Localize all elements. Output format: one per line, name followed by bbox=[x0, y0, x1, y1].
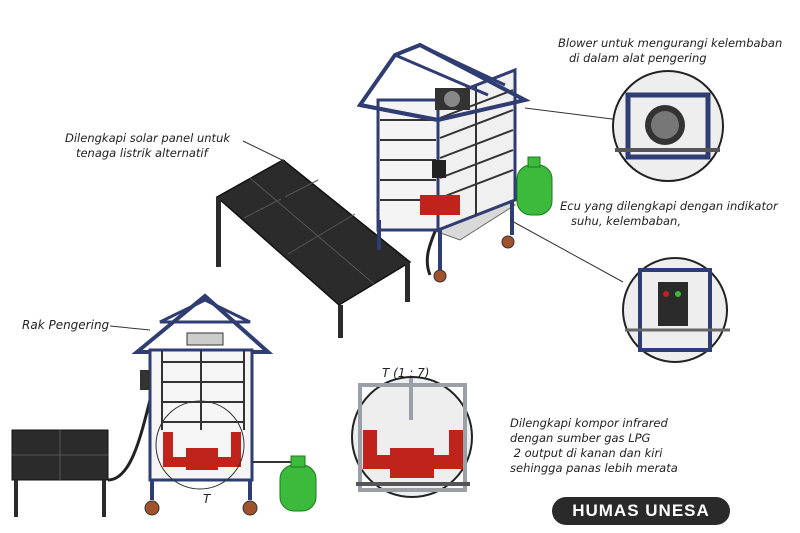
zoom-blower bbox=[612, 70, 724, 182]
humas-unesa-badge: HUMAS UNESA bbox=[552, 497, 730, 525]
dryer-top bbox=[356, 42, 553, 283]
detail-marker: T bbox=[203, 492, 211, 506]
zoom-burner bbox=[351, 376, 473, 498]
solar-annotation: Dilengkapi solar panel untuk tenaga list… bbox=[65, 131, 231, 160]
rack-annotation: Rak Pengering bbox=[22, 318, 110, 332]
scale-label: T (1 : 7) bbox=[382, 366, 430, 380]
solar-panel-front bbox=[11, 429, 109, 517]
ecu-annotation: Ecu yang dilengkapi dengan indikator suh… bbox=[560, 199, 778, 228]
dryer-front bbox=[131, 293, 317, 516]
stove-annotation: Dilengkapi kompor infrared dengan sumber… bbox=[510, 416, 678, 475]
zoom-ecu bbox=[622, 257, 730, 363]
blower-annotation: Blower untuk mengurangi kelembaban di da… bbox=[558, 36, 783, 65]
solar-panel-top bbox=[215, 159, 412, 338]
